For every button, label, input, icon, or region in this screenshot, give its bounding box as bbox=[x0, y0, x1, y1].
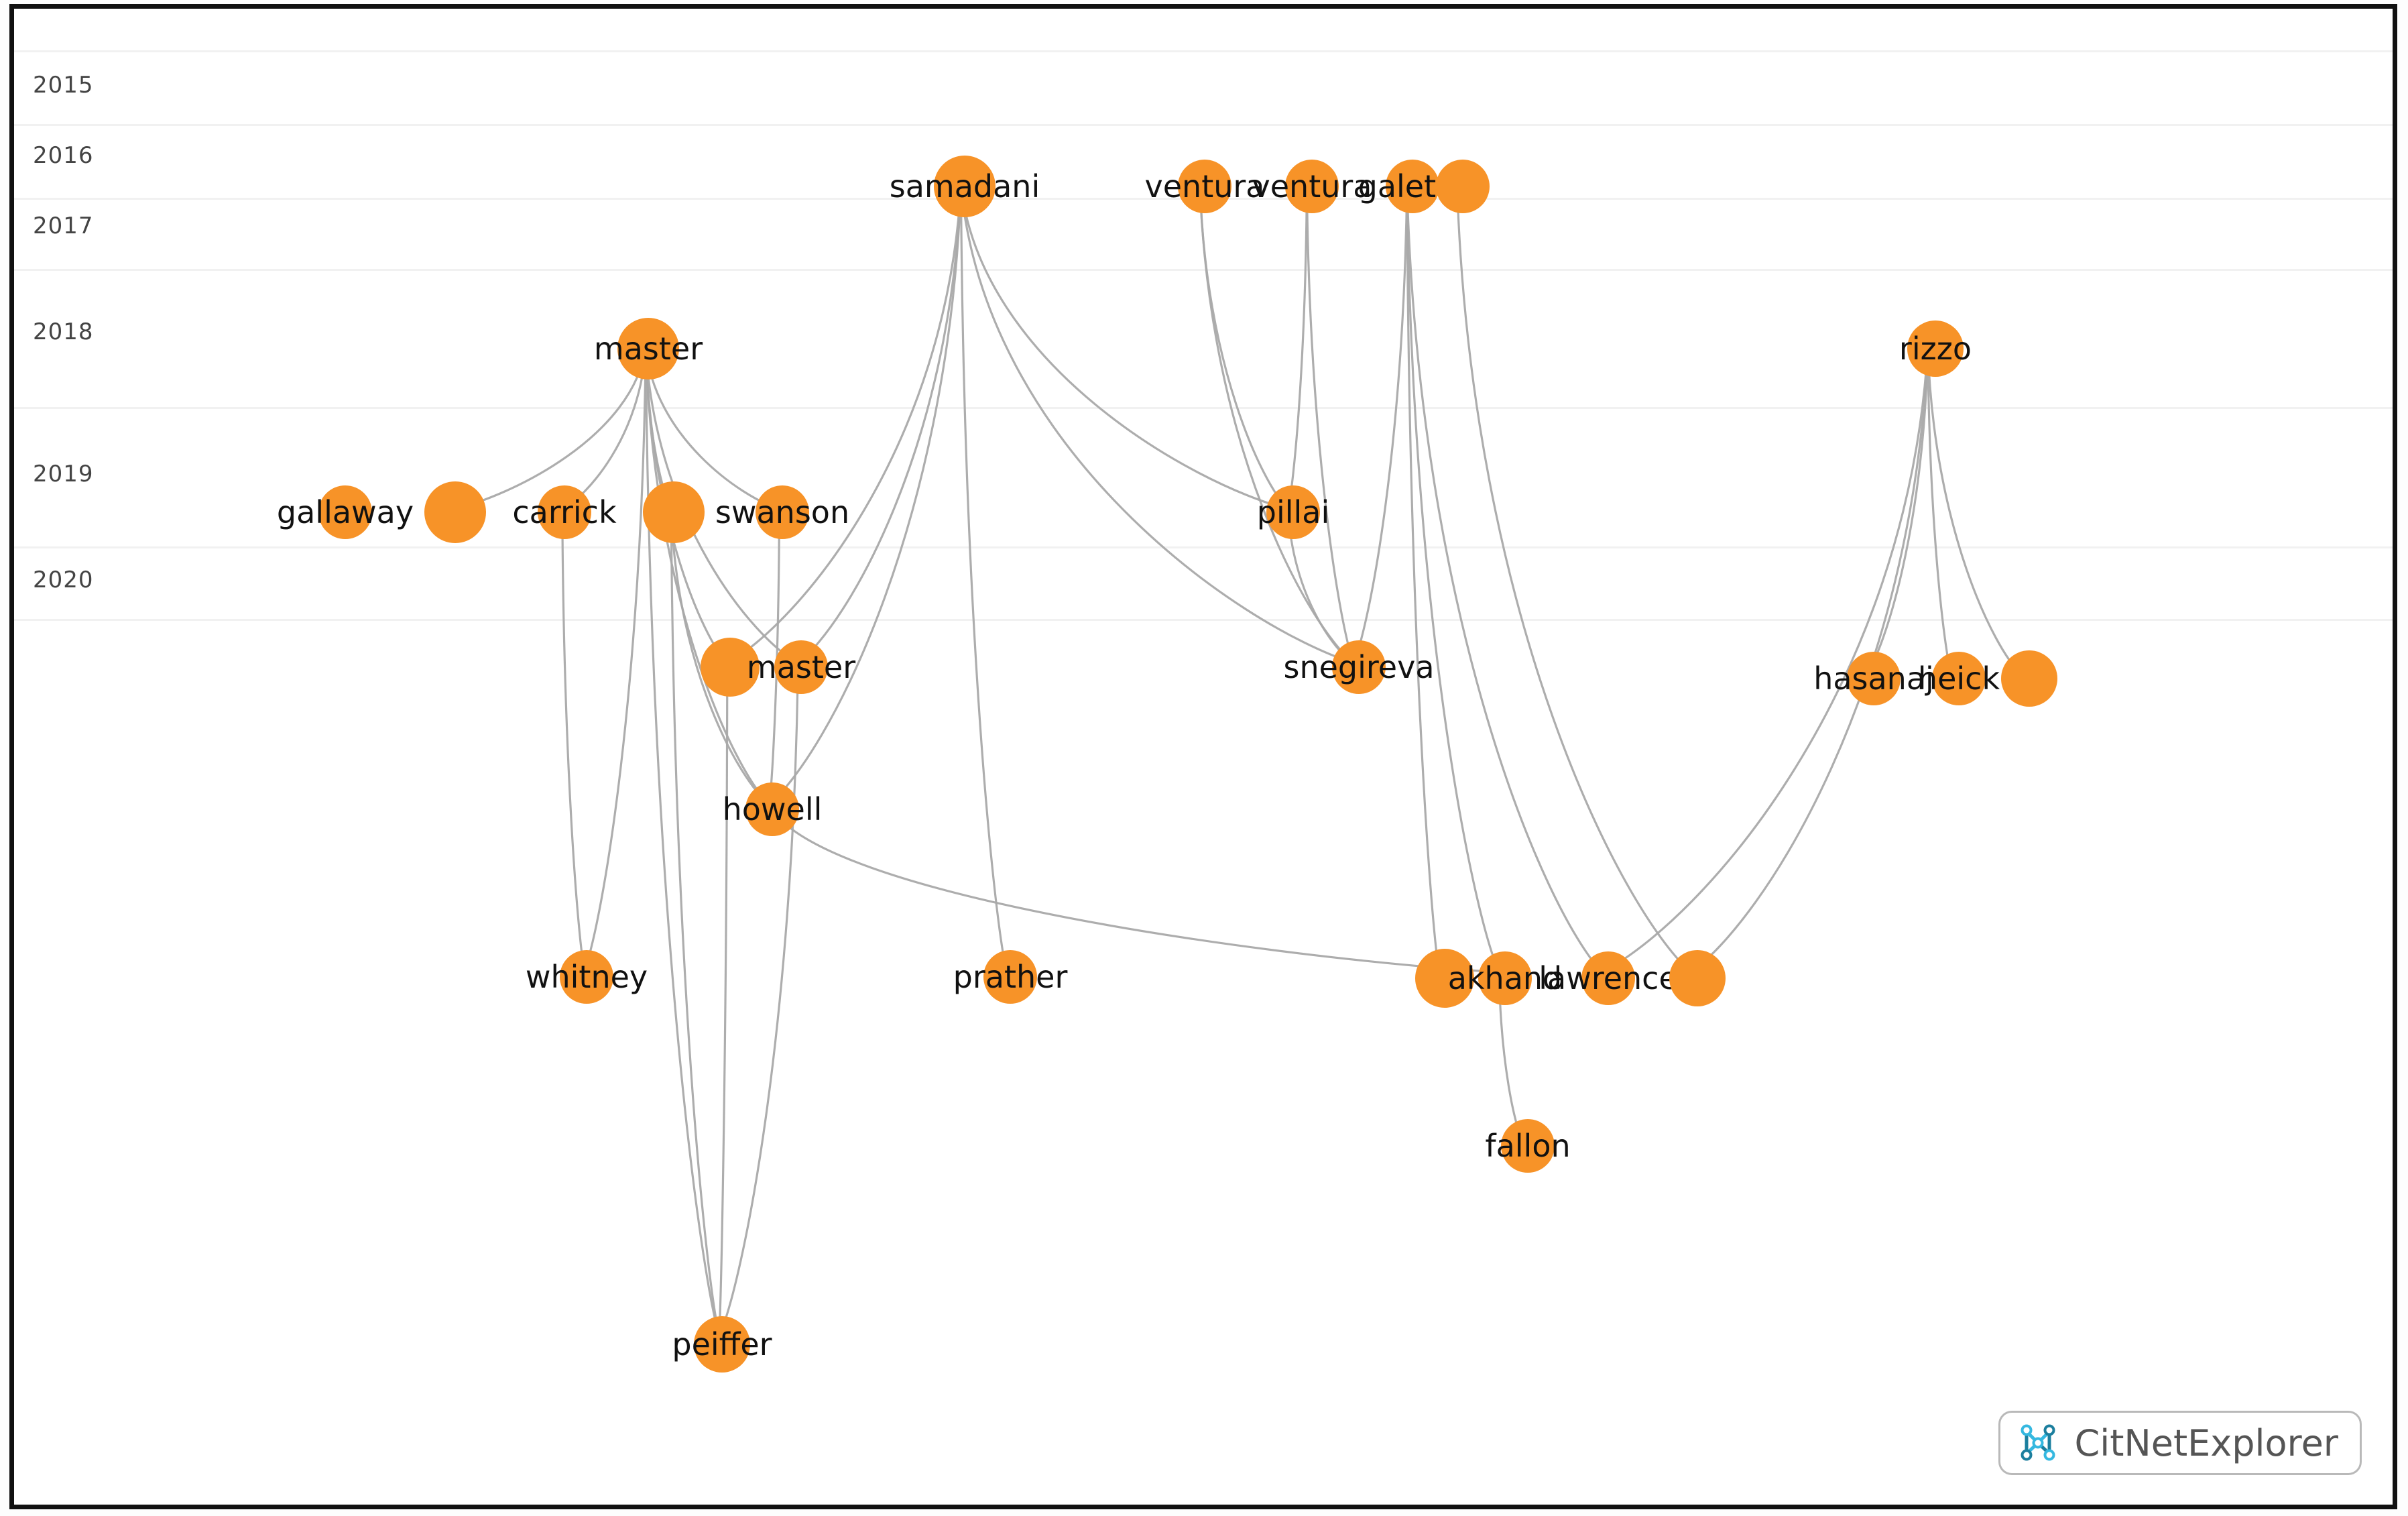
citation-edge bbox=[453, 346, 647, 510]
publication-label-snegireva: snegireva bbox=[1283, 649, 1435, 685]
citation-edge bbox=[718, 662, 729, 1336]
citation-edge bbox=[1690, 346, 1929, 974]
citation-edge bbox=[670, 509, 721, 1336]
citation-edge bbox=[1601, 346, 1929, 974]
citation-edge bbox=[959, 185, 1288, 510]
publication-node-howell[interactable] bbox=[745, 782, 799, 836]
citation-edge bbox=[583, 346, 647, 972]
publication-label-swanson: swanson bbox=[715, 494, 850, 530]
publication-label-master: master bbox=[593, 331, 703, 367]
publication-node-snegireva[interactable] bbox=[1332, 640, 1386, 694]
citation-edge bbox=[959, 185, 1008, 972]
citation-edge bbox=[1286, 185, 1308, 510]
gridline bbox=[14, 50, 2393, 52]
publication-node-galetta[interactable] bbox=[1386, 160, 1439, 213]
publication-label-samadani: samadani bbox=[889, 168, 1040, 205]
publication-label-heick: heick bbox=[1917, 660, 2000, 697]
publication-node-samadani[interactable] bbox=[934, 156, 996, 217]
citation-edge bbox=[1406, 185, 1603, 974]
publication-label-carrick: carrick bbox=[512, 494, 617, 530]
citation-edge bbox=[1199, 185, 1289, 510]
network-plot-area[interactable]: 2015 2016 2017 2018 2019 2020 samadani ventura… bbox=[14, 9, 2393, 1505]
citation-edge bbox=[959, 185, 1354, 664]
citation-edge bbox=[1305, 185, 1355, 664]
publication-label-ventura: ventura bbox=[1252, 168, 1372, 205]
citation-edge bbox=[1406, 185, 1441, 973]
citation-edge bbox=[727, 185, 963, 664]
publication-node[interactable] bbox=[701, 638, 760, 697]
publication-label-akhand: akhand bbox=[1447, 960, 1563, 996]
publication-node[interactable] bbox=[424, 481, 486, 543]
publication-node[interactable] bbox=[643, 481, 705, 543]
citation-edge bbox=[644, 346, 770, 805]
publication-label-rizzo: rizzo bbox=[1899, 331, 1972, 367]
plot-frame: 2015 2016 2017 2018 2019 2020 samadani ventura… bbox=[9, 4, 2397, 1509]
citation-edge bbox=[1352, 185, 1408, 664]
publication-node[interactable] bbox=[1669, 950, 1726, 1006]
citation-edge bbox=[768, 803, 1500, 974]
network-graph-icon bbox=[2018, 1422, 2059, 1464]
gridline bbox=[14, 124, 2393, 126]
year-axis-label-2016: 2016 bbox=[33, 142, 94, 169]
publication-node-heick[interactable] bbox=[1932, 652, 1986, 705]
publication-node[interactable] bbox=[1436, 160, 1490, 213]
publication-label-prather: prather bbox=[953, 959, 1068, 995]
citation-edge bbox=[1927, 346, 2023, 675]
citation-edge bbox=[768, 185, 963, 805]
publication-node-gallaway[interactable] bbox=[318, 485, 372, 539]
publication-label-whitney: whitney bbox=[525, 959, 648, 995]
year-axis-label-2017: 2017 bbox=[33, 213, 94, 239]
publication-node-akhand[interactable] bbox=[1478, 951, 1532, 1005]
citation-edge bbox=[561, 509, 586, 972]
year-axis-label-2020: 2020 bbox=[33, 567, 94, 593]
citation-edges-layer bbox=[453, 185, 2023, 1337]
gridline bbox=[14, 546, 2393, 548]
publication-label-hasanaj: hasanaj bbox=[1813, 660, 1934, 697]
publication-label-peiffer: peiffer bbox=[672, 1326, 772, 1362]
year-axis-label-2018: 2018 bbox=[33, 318, 94, 345]
citation-edge bbox=[797, 185, 963, 664]
brand-label: CitNetExplorer bbox=[2074, 1421, 2338, 1464]
publication-node[interactable] bbox=[2001, 650, 2057, 707]
citnetexplorer-badge[interactable]: CitNetExplorer bbox=[1998, 1411, 2362, 1475]
publication-node-carrick[interactable] bbox=[538, 485, 591, 539]
publication-node-master[interactable] bbox=[774, 640, 828, 694]
citation-edge bbox=[1865, 346, 1929, 675]
publication-node-prather[interactable] bbox=[983, 950, 1037, 1004]
publication-node-fallon[interactable] bbox=[1501, 1119, 1555, 1173]
citation-edge bbox=[1455, 185, 1692, 974]
publication-node-swanson[interactable] bbox=[756, 485, 809, 539]
gridline bbox=[14, 269, 2393, 271]
publication-node-peiffer[interactable] bbox=[694, 1316, 750, 1373]
publication-node-hasanaj[interactable] bbox=[1847, 652, 1901, 705]
publication-label-gallaway: gallaway bbox=[276, 494, 414, 530]
publication-node-master[interactable] bbox=[617, 318, 679, 380]
publication-label-lawrence: lawrence bbox=[1539, 960, 1678, 996]
publication-label-ventura: ventura bbox=[1144, 168, 1265, 205]
publication-label-master: master bbox=[746, 649, 856, 685]
publication-label-fallon: fallon bbox=[1485, 1128, 1571, 1164]
gridline bbox=[14, 619, 2393, 621]
citation-edge bbox=[1199, 185, 1355, 664]
publication-node-pillai[interactable] bbox=[1266, 485, 1320, 539]
publication-node-rizzo[interactable] bbox=[1907, 320, 1964, 377]
citation-edge bbox=[1406, 185, 1500, 973]
year-axis-label-2019: 2019 bbox=[33, 461, 94, 487]
publication-label-howell: howell bbox=[722, 791, 823, 827]
publication-node-ventura[interactable] bbox=[1178, 160, 1231, 213]
gridline bbox=[14, 407, 2393, 409]
citation-edge bbox=[718, 662, 799, 1337]
citation-edge bbox=[644, 346, 721, 1337]
year-axis-label-2015: 2015 bbox=[33, 72, 94, 99]
publication-node-whitney[interactable] bbox=[560, 950, 613, 1004]
publication-node-lawrence[interactable] bbox=[1581, 951, 1635, 1005]
publication-node-ventura[interactable] bbox=[1285, 160, 1339, 213]
publication-label-pillai: pillai bbox=[1256, 494, 1330, 530]
publication-node[interactable] bbox=[1415, 949, 1474, 1008]
